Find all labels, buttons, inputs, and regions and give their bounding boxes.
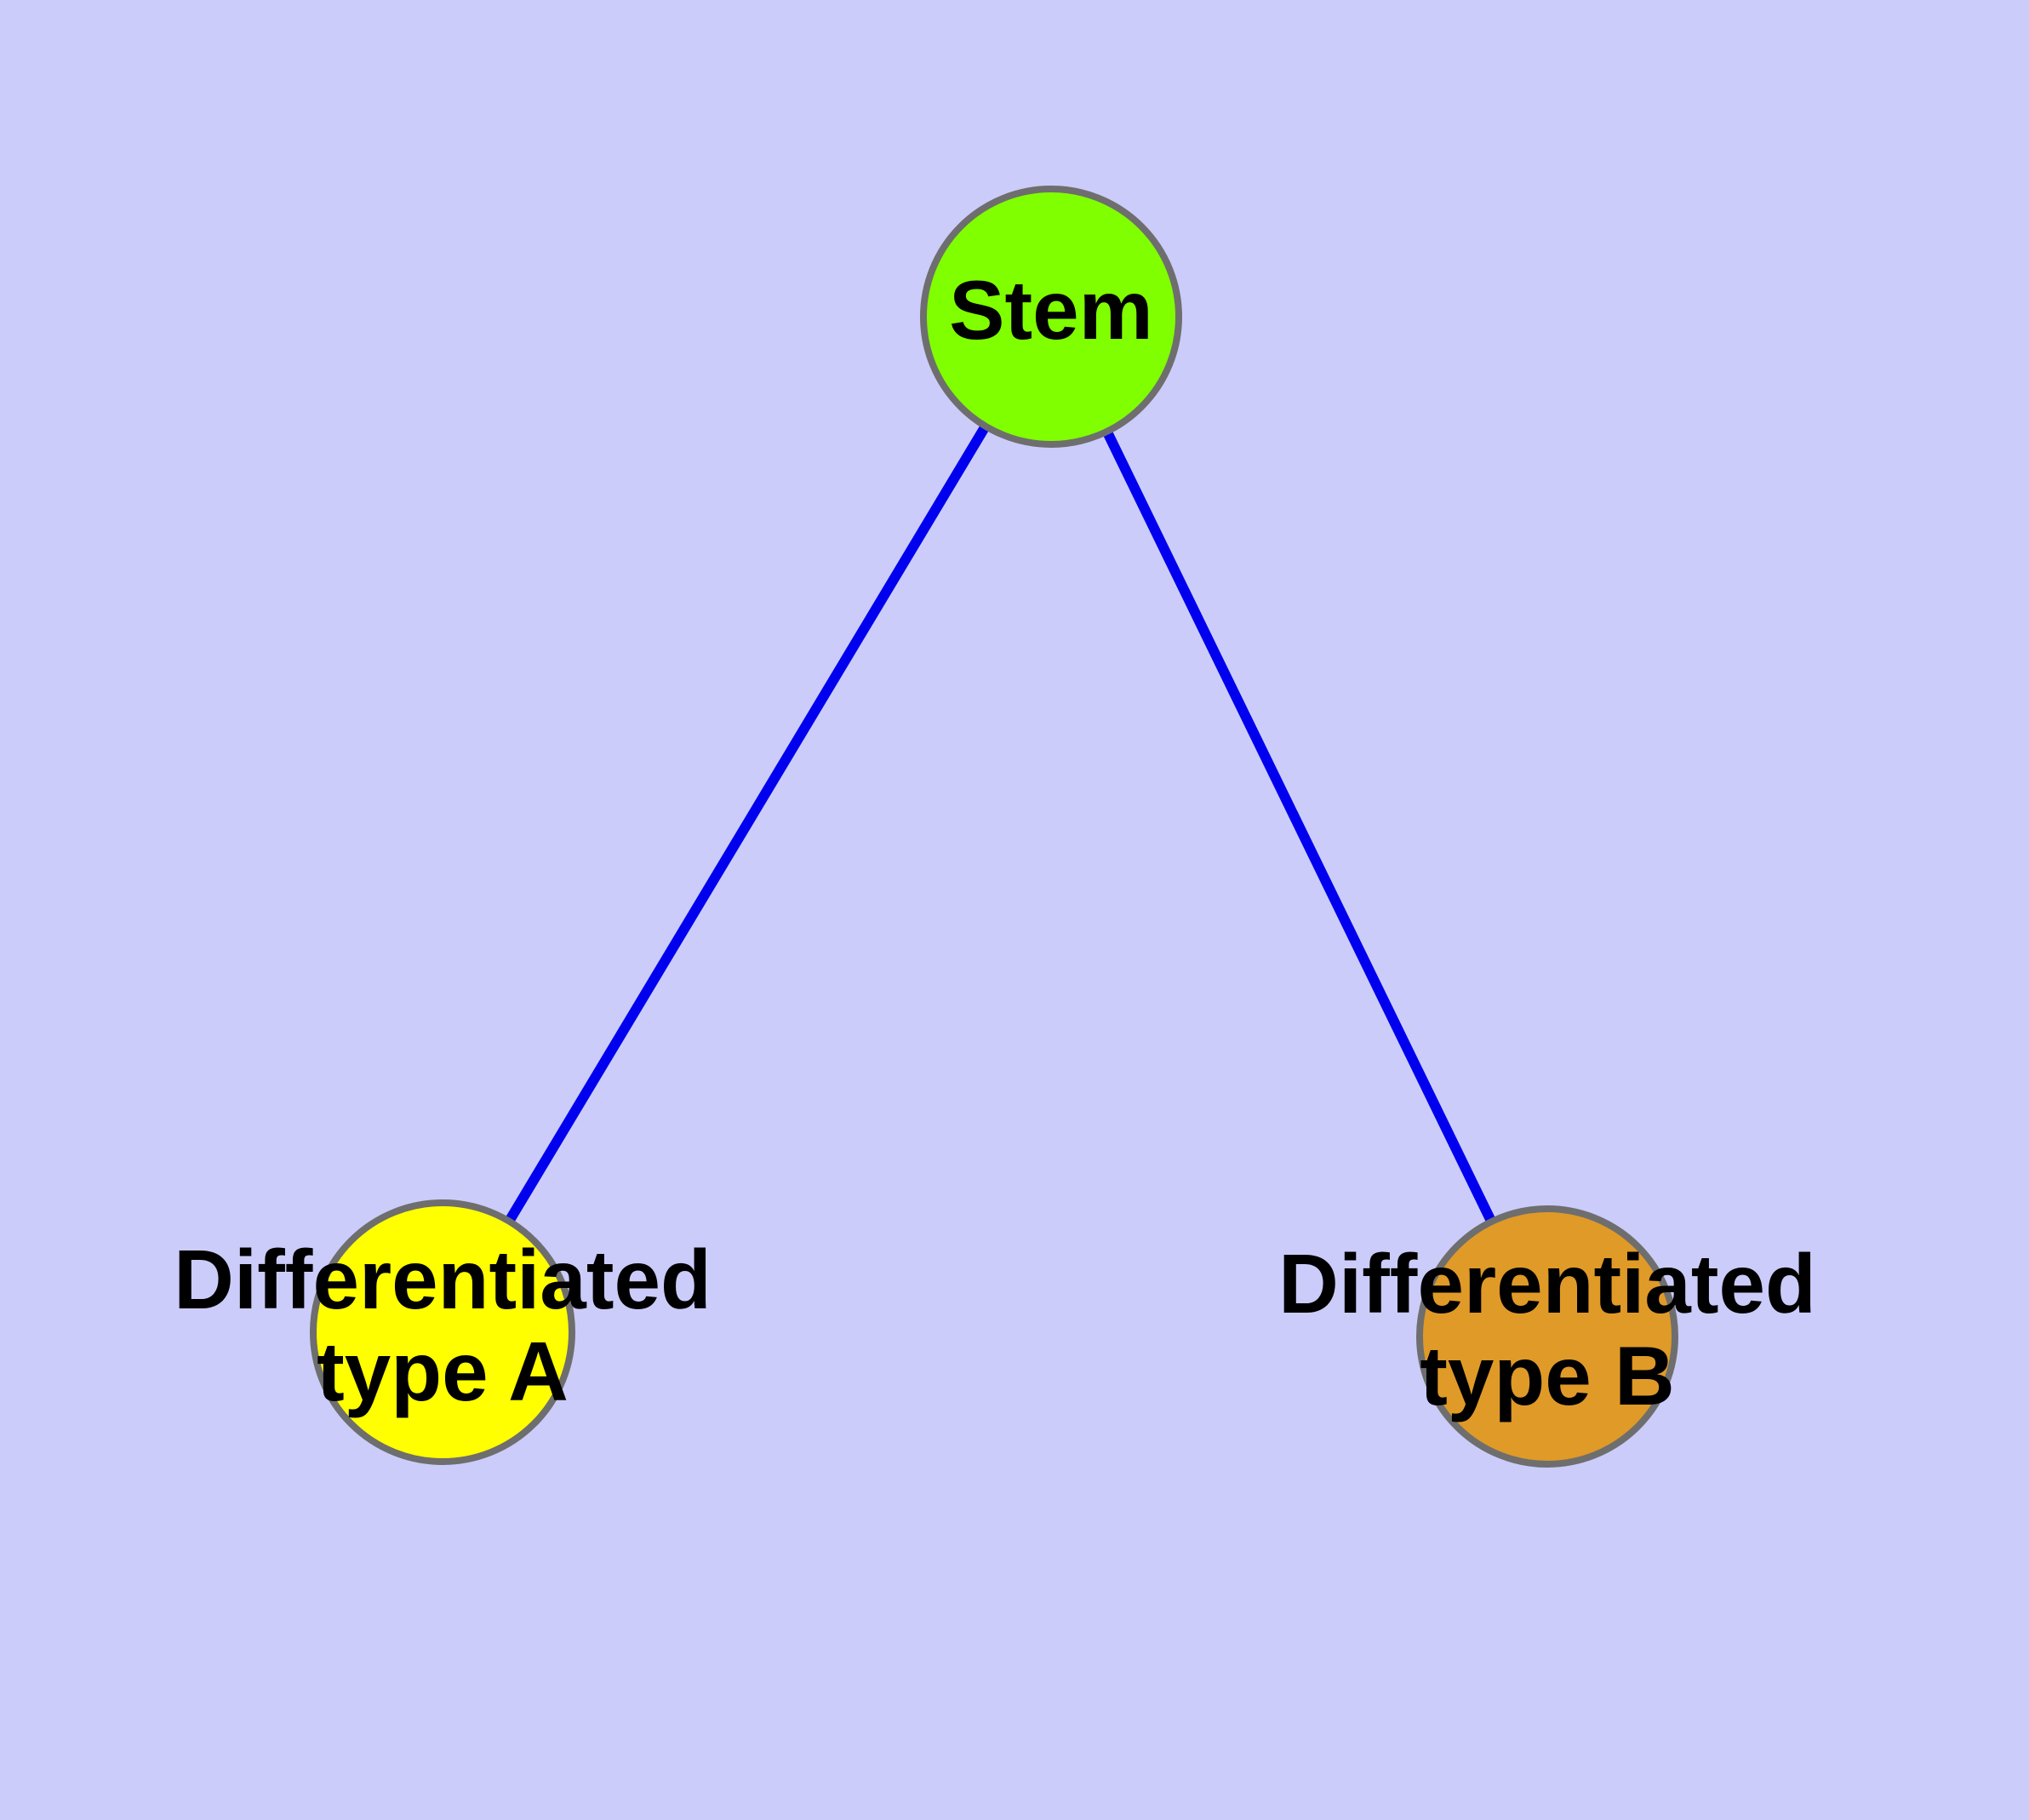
graph-node-label-line: type A [317,1325,569,1418]
graph-edge-stem-to-diff-a[interactable] [503,421,992,1226]
graph-edge-stem-to-diff-b[interactable] [1101,427,1497,1226]
graph-node-diff-b[interactable] [1416,1205,1678,1468]
edge-layer [503,421,1497,1226]
graph-node-label-stem: Stem [949,263,1153,357]
graph-node-label-line: Differentiated [174,1233,712,1326]
graph-node-label-line: Stem [949,263,1153,357]
graph-node-label-line: type B [1420,1329,1675,1422]
node-layer [310,186,1678,1468]
graph-node-diff-a[interactable] [310,1199,575,1465]
graph-node-stem[interactable] [920,186,1182,448]
graph-node-label-line: Differentiated [1278,1237,1816,1331]
